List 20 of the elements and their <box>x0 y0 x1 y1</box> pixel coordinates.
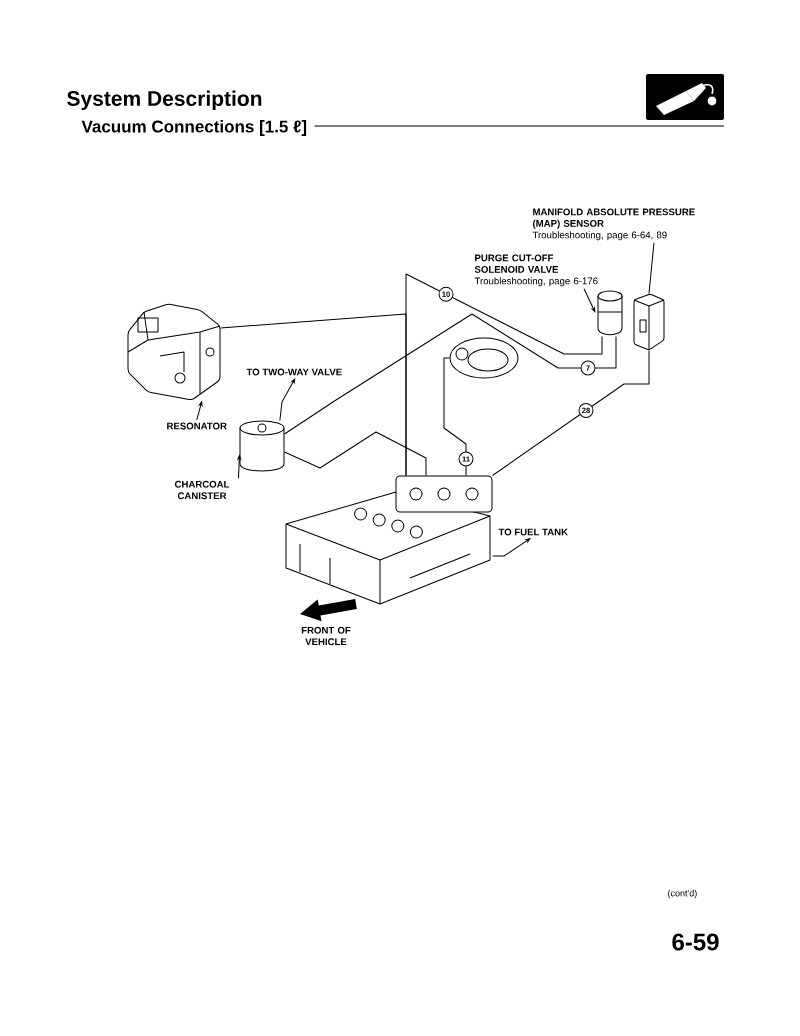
canister-picture <box>239 420 285 472</box>
hose-line <box>284 431 427 476</box>
subheading: Vacuum Connections [1.5 ℓ] <box>81 120 307 136</box>
hose-line <box>405 273 603 476</box>
page-number: 6-59 <box>672 933 719 951</box>
heading: System Description <box>67 90 262 111</box>
leader-line <box>583 288 596 313</box>
resonator-picture <box>127 303 221 401</box>
hose-line <box>443 357 467 476</box>
engine-picture <box>285 475 493 605</box>
sensor-picture <box>633 293 665 351</box>
leader-line <box>648 242 655 294</box>
leader-line <box>196 401 203 421</box>
hose-line <box>284 313 617 435</box>
hose-line <box>492 350 650 476</box>
hose-line <box>492 538 531 557</box>
housing-picture <box>449 337 519 379</box>
leader-line <box>237 455 242 479</box>
hose-line <box>279 378 296 421</box>
valve-picture <box>597 290 623 336</box>
